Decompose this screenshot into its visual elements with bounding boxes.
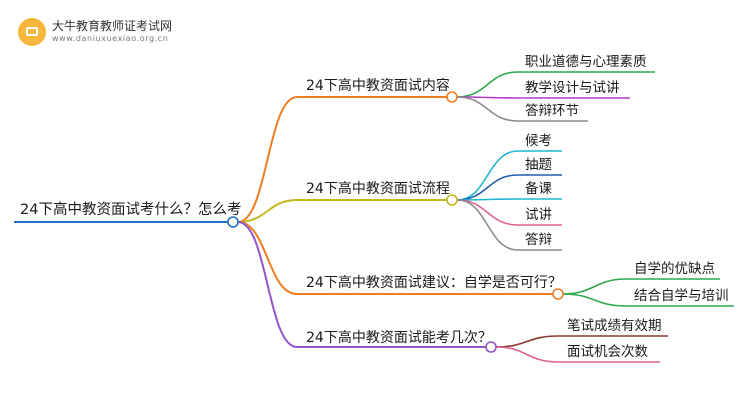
site-url: www.daniuxuexiao.org.cn (52, 34, 169, 43)
branch-to-leaf-connector (495, 335, 559, 348)
leaf-label: 面试机会次数 (567, 344, 648, 360)
root-to-branch-connector (237, 96, 298, 223)
branch-label-process: 24下高中教资面试流程 (306, 180, 450, 197)
branch-to-leaf-connector (562, 293, 627, 307)
branch-to-leaf-connector (562, 278, 627, 295)
site-name: 大牛教育教师证考试网 (52, 19, 173, 33)
branch-node-attempts[interactable] (485, 341, 497, 353)
leaf-label: 职业道德与心理素质 (525, 54, 647, 70)
branch-to-leaf-connector (456, 199, 519, 251)
logo-badge (18, 18, 46, 46)
root-node-label: 24下高中教资面试考什么？怎么考 (20, 201, 241, 218)
branch-to-leaf-connector (456, 174, 519, 201)
leaf-label: 自学的优缺点 (634, 261, 715, 277)
leaf-label: 候考 (525, 133, 552, 149)
leaf-label: 结合自学与培训 (634, 288, 729, 304)
root-to-branch-connector (237, 221, 298, 348)
branch-node-process[interactable] (446, 194, 458, 206)
leaf-label: 教学设计与试讲 (525, 80, 620, 96)
leaf-label: 抽题 (525, 157, 552, 173)
root-node-handle[interactable] (227, 216, 239, 228)
branch-to-leaf-connector (456, 150, 519, 201)
branch-label-attempts: 24下高中教资面试能考几次？ (306, 329, 492, 346)
leaf-label: 答辩环节 (525, 102, 579, 119)
branch-to-leaf-connector (456, 71, 519, 98)
branch-node-advice[interactable] (552, 288, 564, 300)
root-to-branch-connector (237, 221, 298, 295)
branch-to-leaf-connector (456, 199, 519, 226)
leaf-label: 笔试成绩有效期 (567, 318, 662, 334)
mindmap-edges (237, 71, 627, 363)
branch-label-content: 24下高中教资面试内容 (306, 77, 450, 94)
leaf-label: 答辩 (525, 231, 552, 248)
branch-to-leaf-connector (456, 96, 519, 122)
branch-label-advice: 24下高中教资面试建议：自学是否可行？ (306, 274, 562, 291)
root-to-branch-connector (237, 199, 298, 223)
leaf-label: 试讲 (525, 207, 552, 223)
branch-node-content[interactable] (446, 91, 458, 103)
branch-to-leaf-connector (495, 346, 559, 363)
book-icon (26, 27, 38, 36)
leaf-label: 备课 (525, 180, 553, 197)
